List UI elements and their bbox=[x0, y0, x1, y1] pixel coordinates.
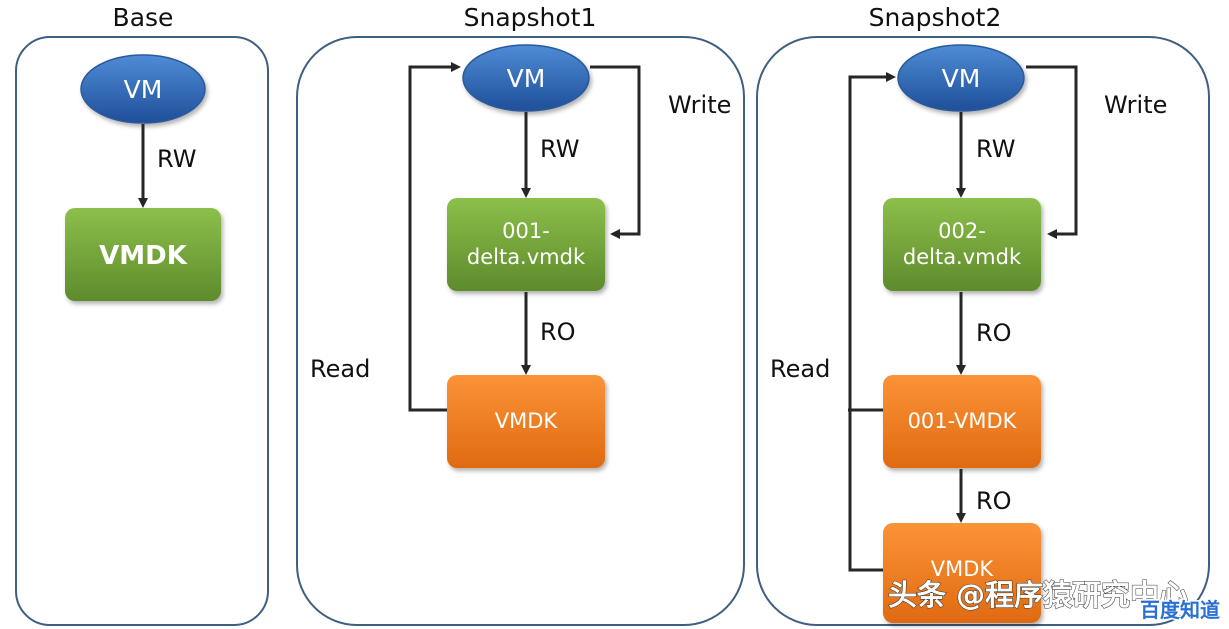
s2-ro-label-1: RO bbox=[976, 319, 1012, 347]
s2-vmdk-label: VMDK bbox=[931, 557, 995, 581]
base-vm-label: VM bbox=[124, 75, 163, 104]
s1-delta-node: 001- delta.vmdk bbox=[447, 198, 605, 291]
s2-write-arrow bbox=[1026, 65, 1078, 239]
s1-read-label: Read bbox=[310, 355, 370, 383]
panel-frame-snapshot1 bbox=[296, 36, 745, 626]
s1-write-arrow bbox=[590, 65, 641, 239]
s1-read-arrow bbox=[408, 62, 461, 412]
s2-write-label: Write bbox=[1104, 91, 1167, 119]
s1-write-label: Write bbox=[668, 91, 731, 119]
s1-delta-label-line1: 001- bbox=[502, 219, 550, 243]
base-vm-node: VM bbox=[80, 54, 206, 124]
s2-ro-label-2: RO bbox=[976, 487, 1012, 515]
panel-frame-snapshot2 bbox=[756, 36, 1210, 626]
base-vmdk-node: VMDK bbox=[65, 208, 221, 301]
panel-snapshot1: Snapshot1 VM RW Write 001- delta.vmdk RO… bbox=[296, 3, 745, 626]
s2-001-vmdk-node: 001-VMDK bbox=[883, 375, 1041, 468]
s2-vm-node: VM bbox=[897, 44, 1025, 112]
s1-vmdk-node: VMDK bbox=[447, 375, 605, 468]
watermark: 头条 @程序猿研究中心 百度知道 bbox=[888, 578, 1222, 624]
base-vmdk-label: VMDK bbox=[99, 241, 188, 271]
s2-read-label: Read bbox=[770, 355, 830, 383]
s1-rw-label: RW bbox=[540, 135, 579, 163]
s1-ro-label: RO bbox=[540, 318, 576, 346]
s2-delta-label-line2: delta.vmdk bbox=[903, 245, 1022, 269]
s2-rw-label: RW bbox=[976, 135, 1015, 163]
s1-vmdk-label: VMDK bbox=[495, 409, 559, 433]
s1-vm-label: VM bbox=[507, 64, 546, 93]
panel-base: Base VM RW VMDK bbox=[15, 3, 269, 626]
panel-frame-base bbox=[15, 36, 269, 626]
s2-delta-label-line1: 002- bbox=[938, 219, 986, 243]
watermark-logo: 百度知道 bbox=[1140, 598, 1220, 622]
base-rw-label: RW bbox=[157, 145, 196, 173]
panel-title-base: Base bbox=[113, 3, 174, 32]
s2-read-arrow bbox=[848, 72, 896, 572]
s2-delta-node: 002- delta.vmdk bbox=[883, 198, 1041, 291]
panel-title-snapshot2: Snapshot2 bbox=[869, 3, 1002, 32]
panel-snapshot2: Snapshot2 VM RW Write 002- delta.vmdk RO… bbox=[756, 3, 1210, 626]
s1-vm-node: VM bbox=[462, 44, 590, 112]
s1-delta-label-line2: delta.vmdk bbox=[467, 245, 586, 269]
panel-title-snapshot1: Snapshot1 bbox=[464, 3, 597, 32]
s2-001-vmdk-label: 001-VMDK bbox=[908, 409, 1018, 433]
s2-vm-label: VM bbox=[942, 64, 981, 93]
watermark-text: 头条 @程序猿研究中心 bbox=[888, 578, 1188, 612]
s2-vmdk-node: VMDK bbox=[883, 523, 1041, 623]
